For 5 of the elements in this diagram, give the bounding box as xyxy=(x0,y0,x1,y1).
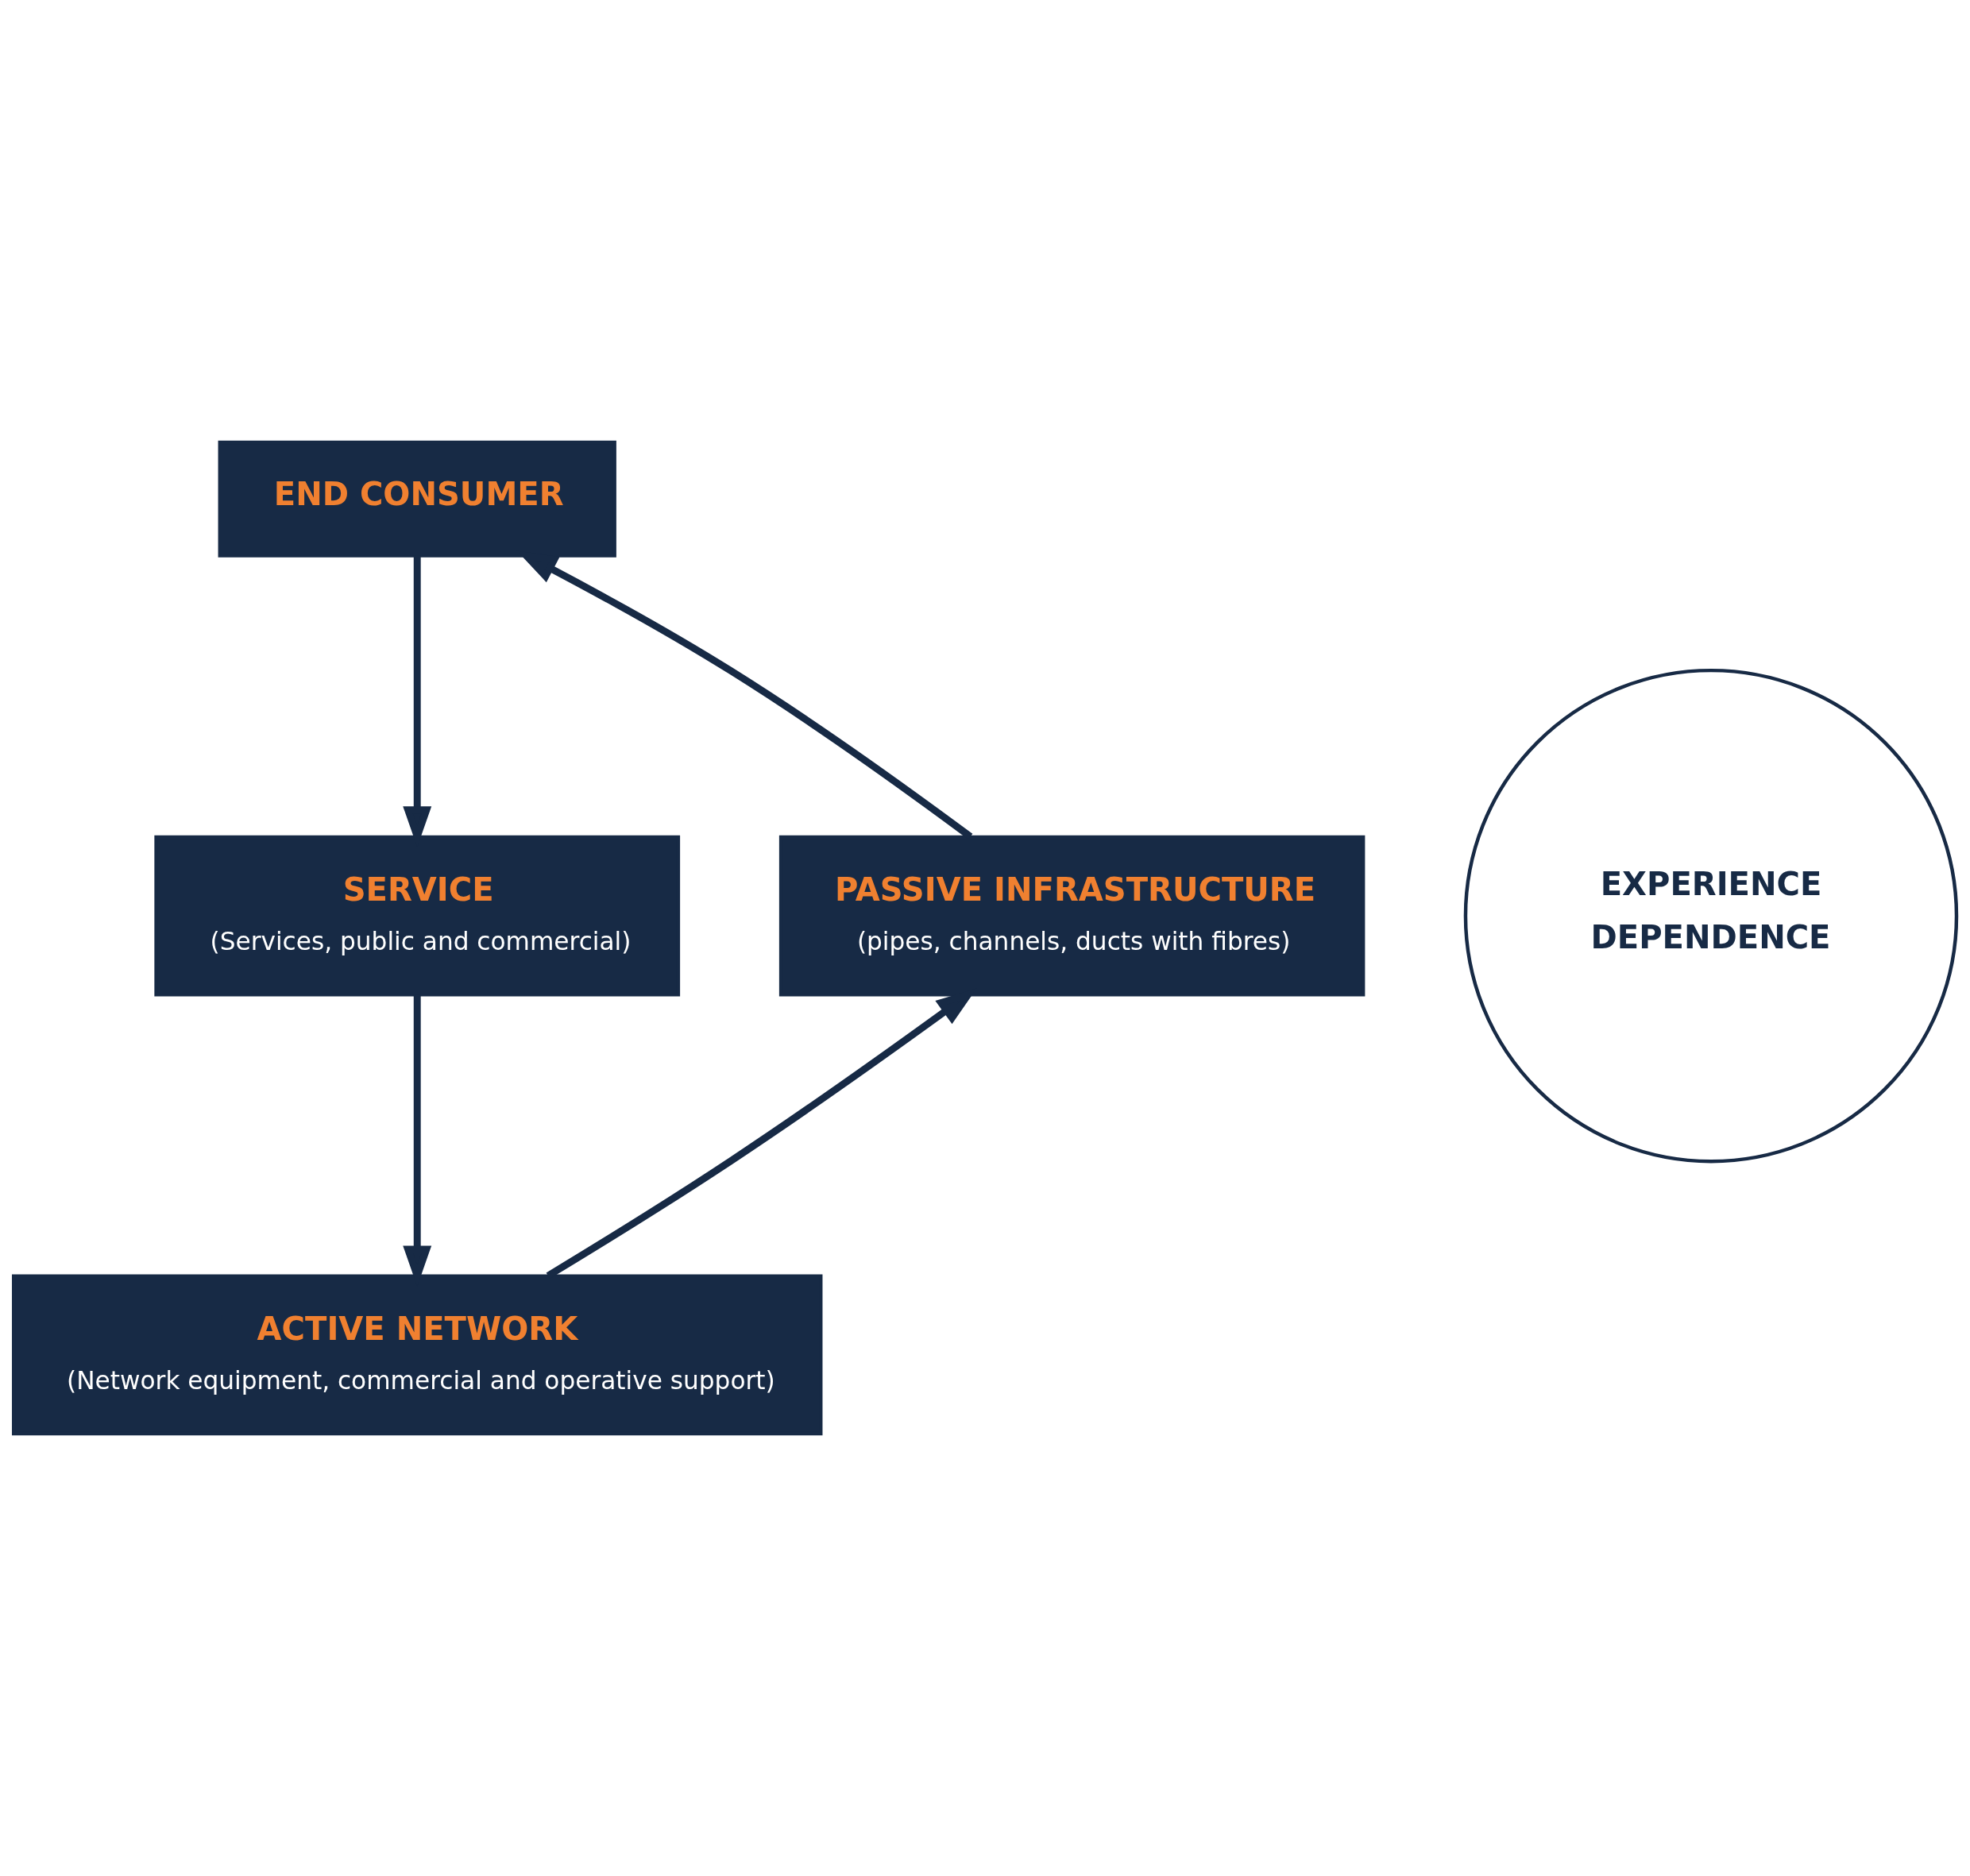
node-box: ACTIVE NETWORK (Network equipment, commercial and operative support) xyxy=(12,1274,823,1436)
node-circle: EXPERIENCE DEPENDENCE xyxy=(1463,668,1959,1164)
node-box: PASSIVE INFRASTRUCTURE (pipes, channels, ducts with fibres) xyxy=(778,835,1365,997)
node-box: SERVICE (Services, public and commercial) xyxy=(154,835,681,997)
node-box: END CONSUMER xyxy=(218,440,616,558)
